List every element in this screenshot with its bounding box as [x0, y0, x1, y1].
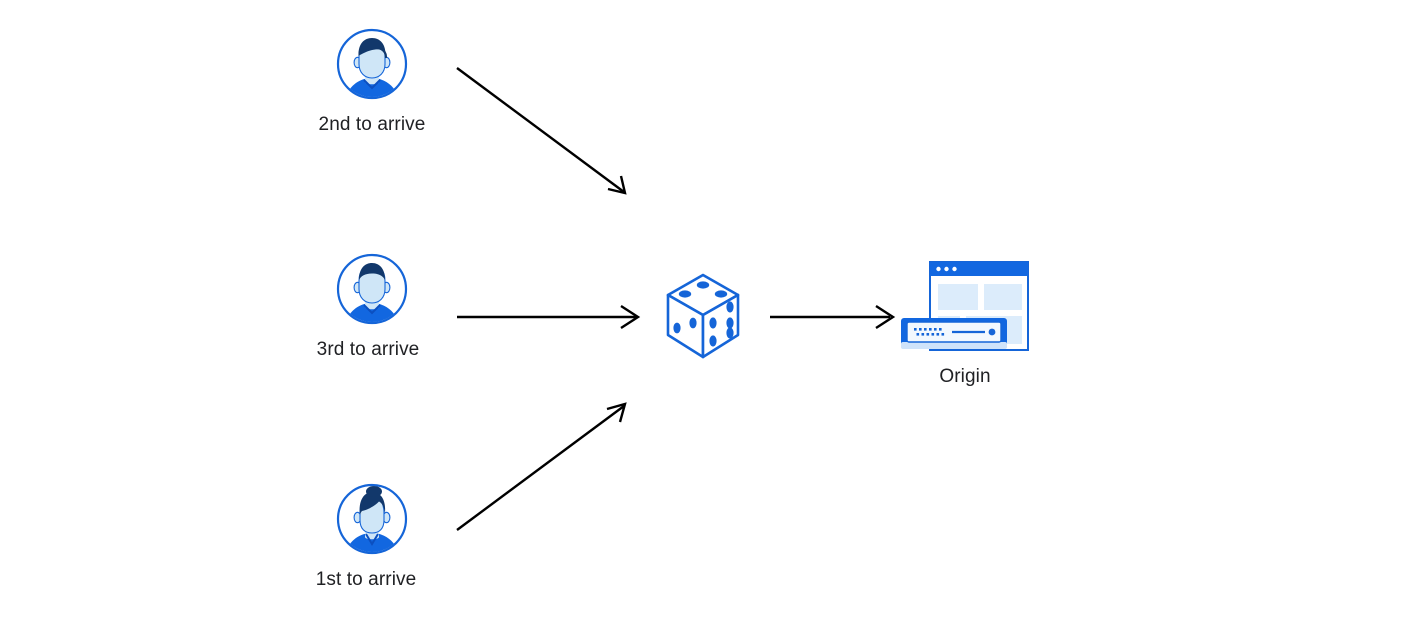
dice-right-pips [709, 301, 734, 347]
dice-left-pips [673, 317, 697, 334]
edge-3rd-to-dice [457, 304, 641, 330]
node-label-origin: Origin [939, 366, 991, 387]
origin-server-icon [901, 261, 1029, 351]
node-label-client-3rd: 3rd to arrive [316, 339, 420, 360]
node-label-client-2nd: 2nd to arrive [318, 114, 426, 135]
router-device-icon [901, 318, 1007, 349]
user-avatar-icon [336, 28, 408, 100]
user-avatar-icon [336, 253, 408, 325]
node-client-1st[interactable]: 1st to arrive [316, 483, 416, 590]
node-lottery-dice[interactable] [662, 271, 744, 363]
node-origin[interactable]: Origin [895, 258, 1035, 387]
dice-icon [666, 273, 740, 359]
edge-dice-to-origin [770, 304, 896, 330]
node-client-3rd[interactable]: 3rd to arrive [317, 253, 419, 360]
edge-1st-to-dice [456, 402, 627, 531]
dice-top-pips [678, 281, 728, 298]
user-avatar-icon [336, 483, 408, 555]
router-lights [914, 328, 945, 336]
node-client-2nd[interactable]: 2nd to arrive [319, 28, 425, 135]
node-label-client-1st: 1st to arrive [315, 569, 417, 590]
